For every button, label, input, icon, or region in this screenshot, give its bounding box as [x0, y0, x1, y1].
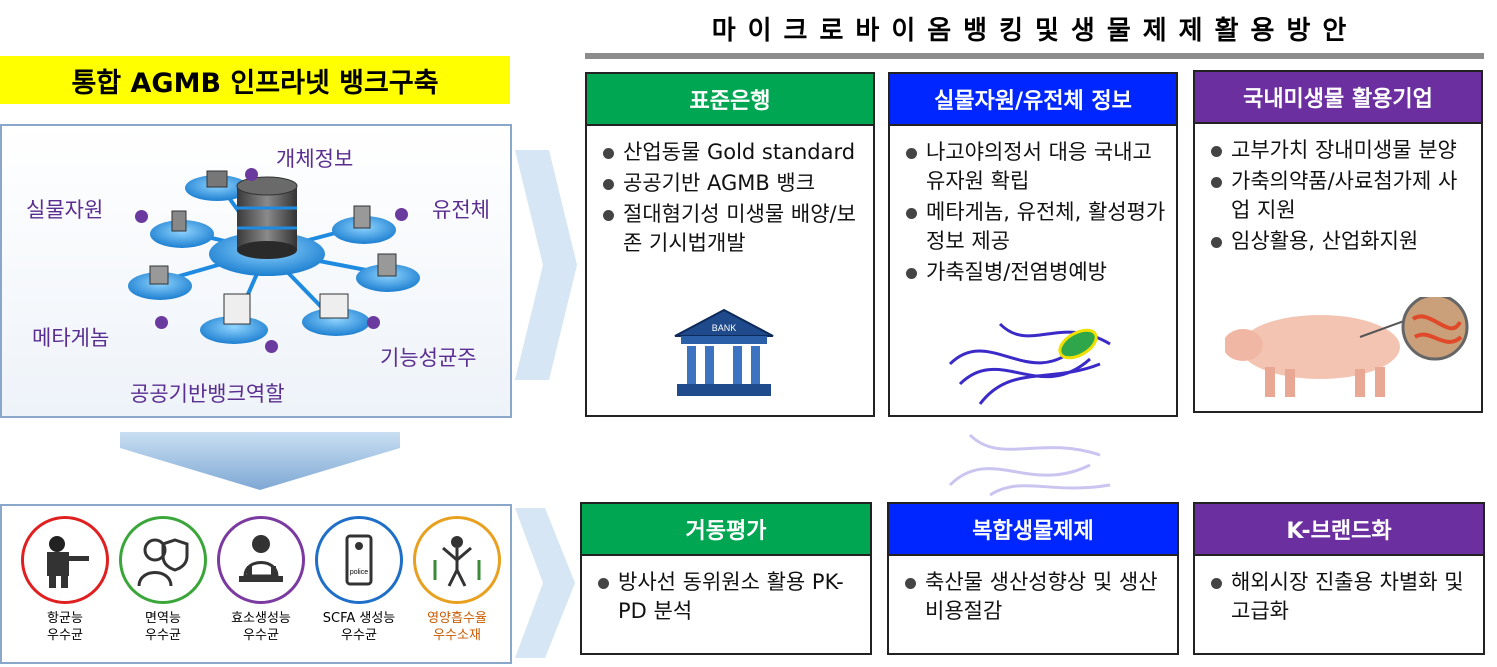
- card-physical-info: 실물자원/유전체 정보 나고야의정서 대응 국내고유자원 확립 메타게놈, 유전…: [888, 72, 1178, 417]
- card-standard-bank: 표준은행 산업동물 Gold standard 공공기반 AGMB 뱅크 절대혐…: [585, 72, 875, 417]
- title-rule: [585, 53, 1484, 59]
- card-list: 산업동물 Gold standard 공공기반 AGMB 뱅크 절대혐기성 미생…: [587, 126, 873, 258]
- down-arrow-icon: [120, 432, 400, 490]
- list-item: 가축의약품/사료첨가제 사업 지원: [1209, 167, 1471, 225]
- card-list: 나고야의정서 대응 국내고유자원 확립 메타게놈, 유전체, 활성평가 정보 제…: [890, 126, 1176, 287]
- faded-bacteria-icon: [948, 433, 1111, 497]
- label-genome: 유전체: [432, 198, 490, 222]
- label-individual-info: 개체정보: [276, 147, 354, 171]
- network-nodes: [128, 170, 420, 344]
- police-icon: police: [315, 516, 403, 604]
- card-head: 실물자원/유전체 정보: [890, 74, 1176, 126]
- list-item: 가축질병/전염병예방: [904, 258, 1166, 287]
- network-diagram: [128, 170, 420, 344]
- bacteria-icon: [948, 322, 1111, 405]
- pig-icon: [1225, 297, 1469, 397]
- list-item: 방사선 동위원소 활용 PK-PD 분석: [596, 568, 860, 626]
- list-item: 절대혐기성 미생물 배양/보존 기시법개발: [601, 200, 863, 258]
- bullet-dot: [265, 340, 278, 353]
- card-list: 축산물 생산성향상 및 생산비용절감: [889, 556, 1177, 626]
- right-title: 마이크로바이옴뱅킹및생물제제활용방안: [711, 15, 1359, 46]
- list-item: 고부가치 장내미생물 분양: [1209, 136, 1471, 165]
- list-item: 축산물 생산성향상 및 생산비용절감: [903, 568, 1167, 626]
- label-public-bank-role: 공공기반뱅크역할: [130, 382, 285, 406]
- list-item: 임상활용, 산업화지원: [1209, 227, 1471, 256]
- card-list: 방사선 동위원소 활용 PK-PD 분석: [582, 556, 870, 626]
- card-list: 고부가치 장내미생물 분양 가축의약품/사료첨가제 사업 지원 임상활용, 산업…: [1195, 124, 1481, 256]
- bank-icon: BANK: [674, 308, 774, 396]
- scientist-icon: [217, 516, 305, 604]
- label-functional-strain: 기능성균주: [380, 346, 477, 370]
- bullet-dot: [395, 208, 408, 221]
- doctor-shield-icon: [119, 516, 207, 604]
- label-metagenome: 메타게놈: [32, 326, 110, 350]
- card-list: 해외시장 진출용 차별화 및 고급화: [1195, 556, 1483, 626]
- network-panel: 개체정보 실물자원 유전체 메타게놈 기능성균주 공공기반뱅크역할: [0, 124, 512, 418]
- bullet-dot: [367, 316, 380, 329]
- left-title: 통합 AGMB 인프라넷 뱅크구축: [0, 56, 510, 104]
- right-chevron-icon: [515, 508, 575, 658]
- bullet-dot: [135, 210, 148, 223]
- bank-icon-text: BANK: [712, 323, 737, 333]
- label-physical-resource: 실물자원: [26, 198, 104, 222]
- bullet-dot: [245, 168, 258, 181]
- list-item: 산업동물 Gold standard: [601, 138, 863, 167]
- police-text: police: [350, 569, 368, 576]
- card-head: 국내미생물 활용기업: [1195, 72, 1481, 124]
- card-complex-bio: 복합생물제제 축산물 생산성향상 및 생산비용절감: [887, 502, 1179, 655]
- bullet-dot: [155, 316, 168, 329]
- list-item: 메타게놈, 유전체, 활성평가 정보 제공: [904, 198, 1166, 256]
- card-head: 거동평가: [582, 504, 870, 556]
- list-item: 해외시장 진출용 차별화 및 고급화: [1209, 568, 1473, 626]
- plant-person-icon: [413, 516, 501, 604]
- card-head: 복합생물제제: [889, 504, 1177, 556]
- card-k-brand: K-브랜드화 해외시장 진출용 차별화 및 고급화: [1193, 502, 1485, 655]
- card-head: 표준은행: [587, 74, 873, 126]
- card-domestic-companies: 국내미생물 활용기업 고부가치 장내미생물 분양 가축의약품/사료첨가제 사업 …: [1193, 70, 1483, 413]
- list-item: 나고야의정서 대응 국내고유자원 확립: [904, 138, 1166, 196]
- soldier-icon: [21, 516, 109, 604]
- list-item: 공공기반 AGMB 뱅크: [601, 169, 863, 198]
- card-behavior-eval: 거동평가 방사선 동위원소 활용 PK-PD 분석: [580, 502, 872, 655]
- card-head: K-브랜드화: [1195, 504, 1483, 556]
- right-chevron-icon: [515, 150, 577, 380]
